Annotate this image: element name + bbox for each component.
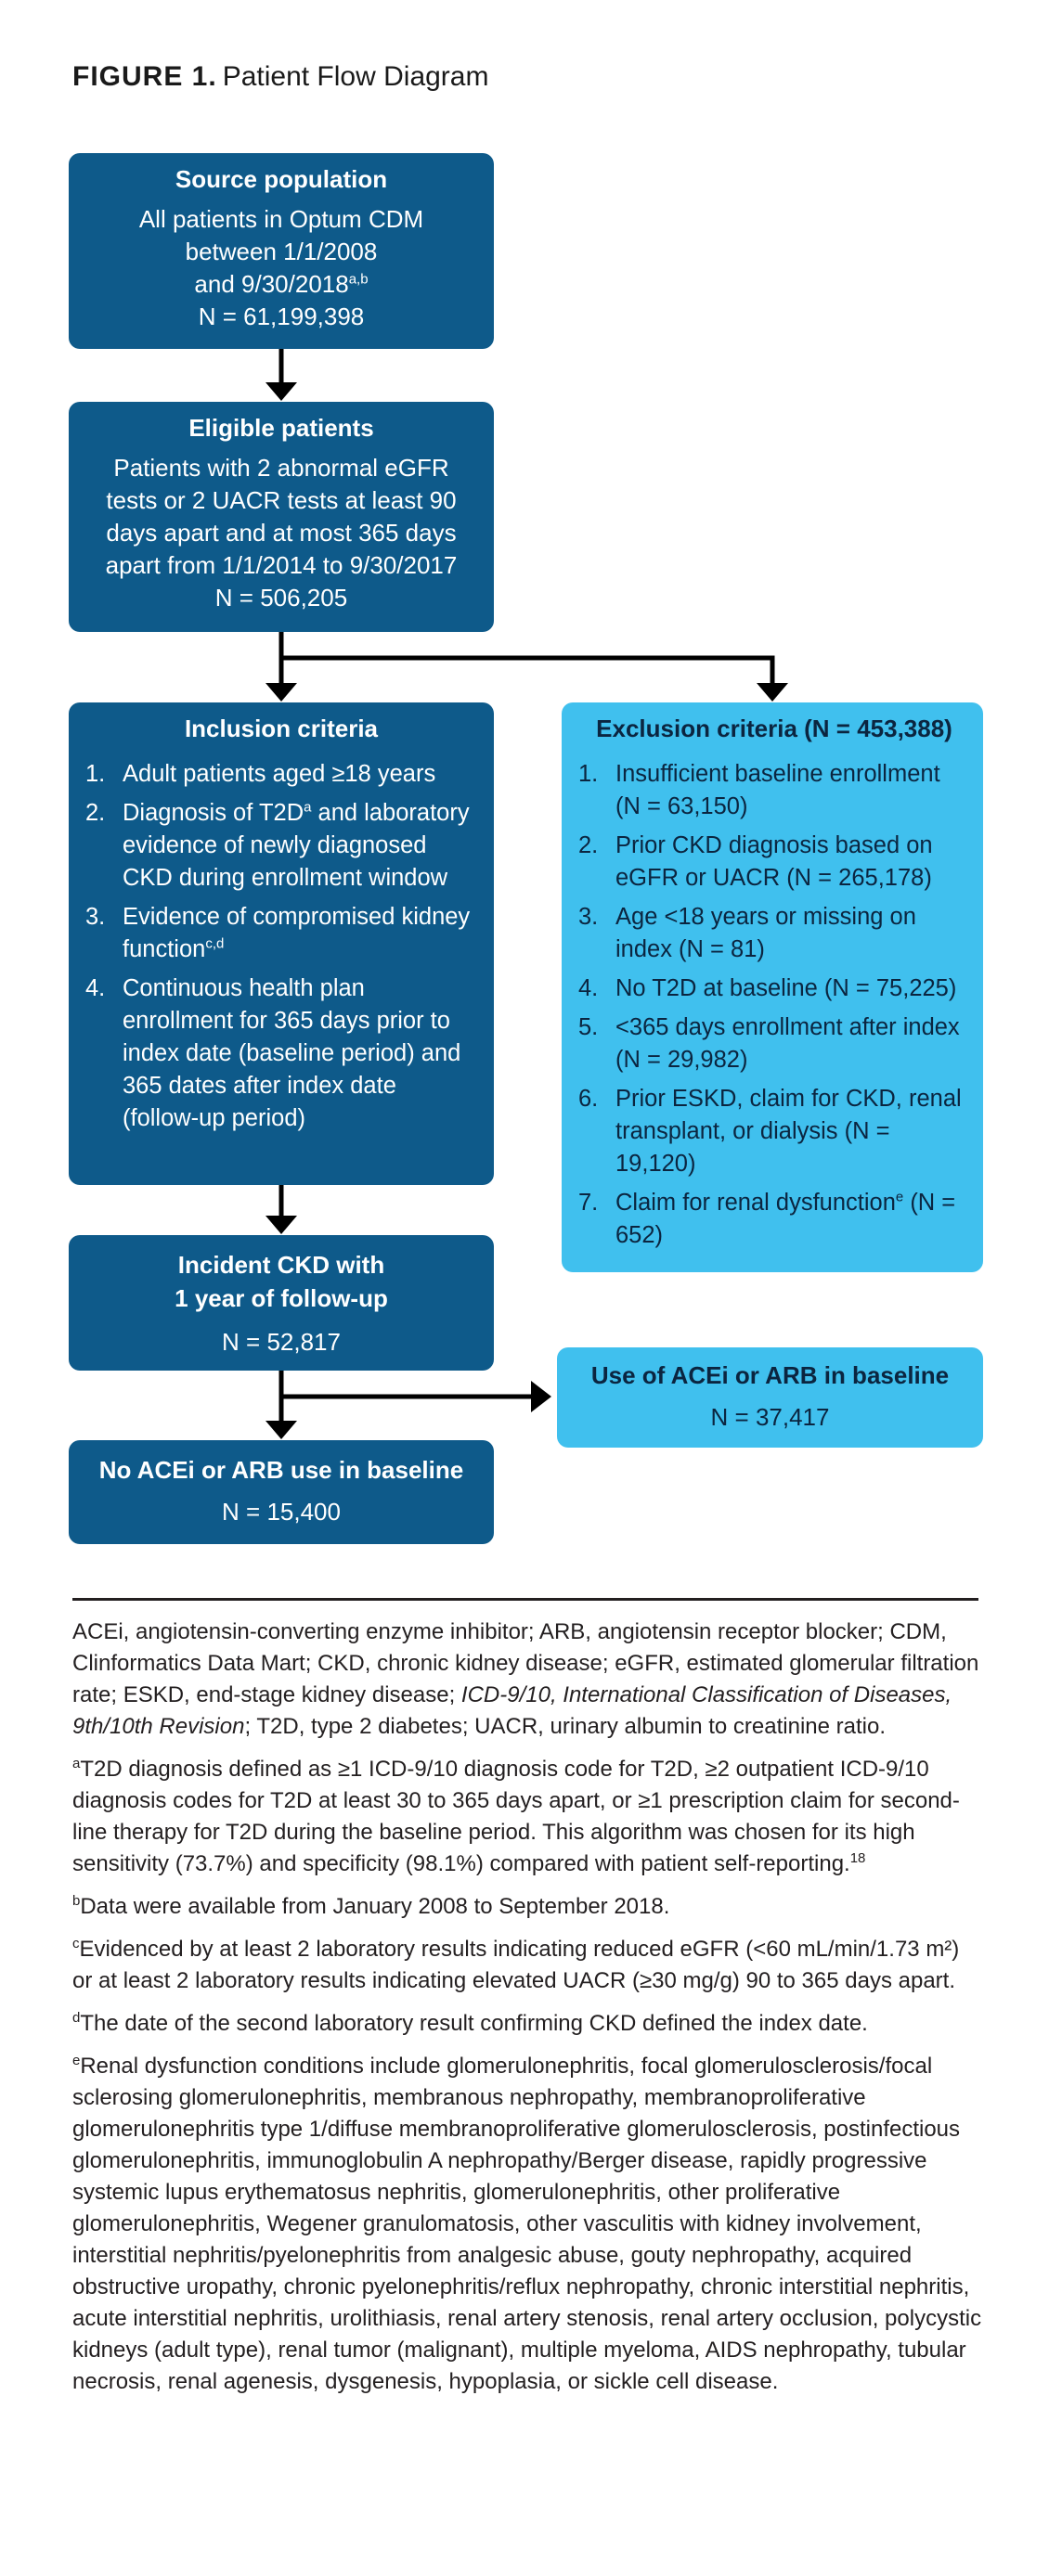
item-number: 7. [578,1190,599,1216]
item-sup: c,d [205,935,225,952]
source-line3-wrap: and 9/30/2018a,b [69,268,494,301]
source-n: N = 61,199,398 [198,303,365,330]
item-text-rest: (N = 652) [615,1190,956,1248]
inclusion-item: 1. Adult patients aged ≥18 years [85,758,477,791]
inclusion-criteria-box: Inclusion criteria 1. Adult patients aged… [69,702,494,1185]
source-line3: and 9/30/2018 [194,270,349,298]
inclusion-list: 1. Adult patients aged ≥18 years 2. Diagno… [85,758,477,1135]
figure-title-text: Patient Flow Diagram [222,61,489,92]
incident-n: N = 52,817 [222,1328,341,1356]
source-sup: a,b [348,271,369,288]
reference-number: 18 [849,1850,866,1866]
abbrev-italic: ICD-9/10, International Classification o… [72,1682,952,1739]
item-number: 1. [85,761,106,787]
item-number: 2. [85,800,106,826]
use-title: Use of ACEi or ARB in baseline [590,1361,950,1389]
exclusion-item: 2. Prior CKD diagnosis based on eGFR or U… [578,830,970,895]
item-number: 3. [85,904,106,930]
exclusion-criteria-box: Exclusion criteria (N = 453,388) 1. Insuf… [562,702,983,1272]
item-text: No T2D at baseline (N = 75,225) [615,975,957,1001]
exclusion-item: 4. No T2D at baseline (N = 75,225) [578,972,970,1005]
source-title: Source population [175,165,388,193]
exclusion-item: 1. Insufficient baseline enrollment (N = … [578,758,970,823]
eligible-patients-box: Eligible patients Patients with 2 abnorm… [69,402,494,632]
item-number: 6. [578,1086,599,1112]
nouse-title: No ACEi or ARB use in baseline [98,1456,464,1484]
footnotes: ACEi, angiotensin-converting enzyme inhi… [72,1616,982,2409]
footnote-mark: d [72,2010,81,2026]
eligible-n: N = 506,205 [214,584,348,612]
abbreviations-note: ACEi, angiotensin-converting enzyme inhi… [72,1616,982,1743]
acei-arb-use-box: Use of ACEi or ARB in baseline N = 37,41… [557,1347,983,1448]
footnote-mark: c [72,1936,80,1951]
eligible-line2: tests or 2 UACR tests at least 90 [106,486,457,514]
exclusion-item: 5. <365 days enrollment after index (N = … [578,1011,970,1076]
item-sup: e [895,1189,904,1205]
item-text: Age <18 years or missing on index (N = 8… [615,904,916,962]
incident-ckd-box: Incident CKD with 1 year of follow-up N … [69,1235,494,1371]
figure-title: FIGURE 1.Patient Flow Diagram [72,61,488,93]
nouse-n: N = 15,400 [222,1498,341,1526]
footnote-text: Evidenced by at least 2 laboratory resul… [72,1937,960,1993]
item-text: Prior ESKD, claim for CKD, renal transpl… [615,1086,962,1177]
item-text: Diagnosis of T2D [123,800,304,826]
item-text: Continuous health plan enrollment for 36… [123,975,461,1131]
exclusion-title: Exclusion criteria (N = 453,388) [596,715,952,742]
abbrev-text: ACEi, angiotensin-converting enzyme inhi… [72,1619,979,1707]
item-text: Adult patients aged ≥18 years [123,761,436,787]
exclusion-item: 7. Claim for renal dysfunctione (N = 652) [578,1187,970,1252]
footnote-mark: e [72,2053,81,2068]
item-text: <365 days enrollment after index (N = 29… [615,1014,960,1073]
use-n: N = 37,417 [710,1403,830,1431]
inclusion-title: Inclusion criteria [184,715,379,742]
figure-label: FIGURE 1. [72,61,217,92]
footnote-c: cEvidenced by at least 2 laboratory resu… [72,1934,982,1997]
eligible-line1: Patients with 2 abnormal eGFR [113,454,449,482]
footnote-e: eRenal dysfunction conditions include gl… [72,2051,982,2398]
item-number: 5. [578,1014,599,1040]
divider [72,1598,978,1601]
item-sup: a [304,799,312,816]
inclusion-item: 3. Evidence of compromised kidney functio… [85,901,477,966]
eligible-line3: days apart and at most 365 days [106,519,457,547]
incident-line2: 1 year of follow-up [175,1284,388,1312]
footnote-mark: a [72,1756,81,1771]
footnote-text: Renal dysfunction conditions include glo… [72,2054,982,2394]
exclusion-item: 3. Age <18 years or missing on index (N =… [578,901,970,966]
eligible-line4: apart from 1/1/2014 to 9/30/2017 [105,551,458,579]
flow-arrows [265,349,788,1439]
item-text-rest: and laboratory evidence of newly diagnos… [123,800,470,891]
inclusion-item: 4. Continuous health plan enrollment for … [85,972,477,1135]
source-population-box: Source population All patients in Optum … [69,153,494,349]
footnote-text: Data were available from January 2008 to… [80,1894,670,1919]
footnote-b: bData were available from January 2008 t… [72,1891,982,1923]
item-text: Prior CKD diagnosis based on eGFR or UAC… [615,832,933,891]
footnote-text: The date of the second laboratory result… [80,2011,868,2036]
inclusion-item: 2. Diagnosis of T2Da and laboratory evide… [85,797,477,895]
item-text: Evidence of compromised kidney function [123,904,471,962]
no-acei-arb-box: No ACEi or ARB use in baseline N = 15,40… [69,1440,494,1544]
footnote-a: aT2D diagnosis defined as ≥1 ICD-9/10 di… [72,1754,982,1880]
footnote-mark: b [72,1893,81,1909]
item-text: Claim for renal dysfunction [615,1190,896,1216]
abbrev-text-end: ; T2D, type 2 diabetes; UACR, urinary al… [244,1714,887,1739]
incident-line1: Incident CKD with [177,1251,385,1279]
item-number: 4. [85,975,106,1001]
exclusion-list: 1. Insufficient baseline enrollment (N = … [578,758,970,1252]
eligible-title: Eligible patients [188,414,374,442]
item-number: 2. [578,832,599,858]
source-line1: All patients in Optum CDM [138,205,424,233]
footnote-text: T2D diagnosis defined as ≥1 ICD-9/10 dia… [72,1757,960,1876]
item-number: 3. [578,904,599,930]
arrow-eligible-to-exclusion [281,655,775,685]
item-number: 4. [578,975,599,1001]
item-number: 1. [578,761,599,787]
item-text: Insufficient baseline enrollment (N = 63… [615,761,940,819]
exclusion-item: 6. Prior ESKD, claim for CKD, renal trans… [578,1083,970,1180]
source-line2: between 1/1/2008 [185,238,378,265]
footnote-d: dThe date of the second laboratory resul… [72,2008,982,2040]
